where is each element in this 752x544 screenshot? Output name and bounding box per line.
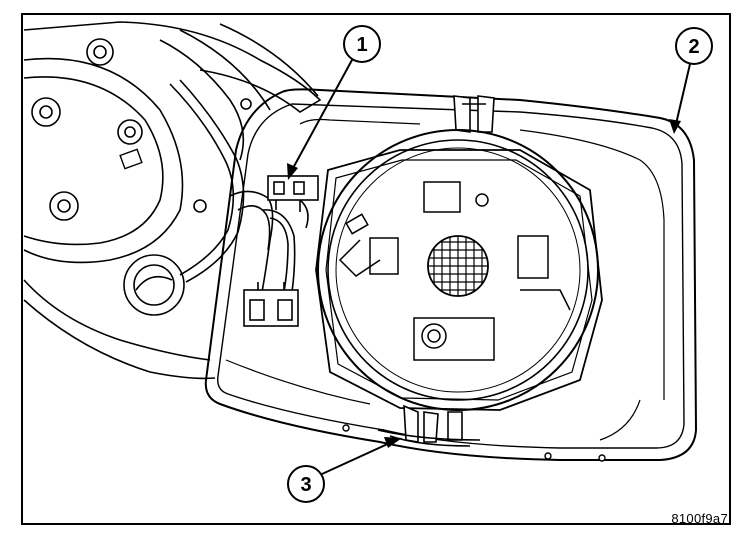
bolt-3 (117, 119, 143, 145)
bolt-2 (31, 97, 61, 127)
mounting-bolts (31, 38, 252, 221)
door-panel-background (23, 21, 322, 380)
bolt-6 (240, 98, 252, 110)
speaker-connector-upper (267, 175, 319, 212)
top-retaining-clip (453, 95, 495, 133)
bolt-5 (193, 199, 207, 213)
callout-1-label: 1 (356, 34, 367, 56)
housing-clips (342, 424, 606, 462)
speaker-connector-lower (243, 282, 299, 327)
wire-harness (169, 79, 309, 293)
speaker-housing (204, 88, 698, 461)
callout-2-leader (675, 63, 691, 125)
callout-1-arrowhead (287, 163, 298, 180)
speaker-ring (317, 129, 599, 411)
bolt-1 (86, 38, 114, 66)
speaker-frame-octagon-inner (325, 159, 593, 401)
callout-2-label: 2 (688, 36, 699, 58)
callout-1-leader (291, 59, 353, 171)
callout-1: 1 (287, 25, 381, 180)
callout-3-label: 3 (300, 474, 311, 496)
bottom-wire-channel (377, 404, 481, 447)
callout-2: 2 (669, 27, 713, 134)
callout-3: 3 (287, 437, 402, 503)
clip-tab (119, 148, 143, 170)
wire-grommet (123, 254, 185, 316)
speaker-internals (338, 181, 571, 361)
callout-3-leader (321, 441, 393, 475)
callout-2-arrowhead (669, 119, 681, 134)
bolt-4 (49, 191, 79, 221)
figure-id: 8100f9a7 (671, 511, 728, 526)
callout-3-arrowhead (384, 437, 402, 448)
